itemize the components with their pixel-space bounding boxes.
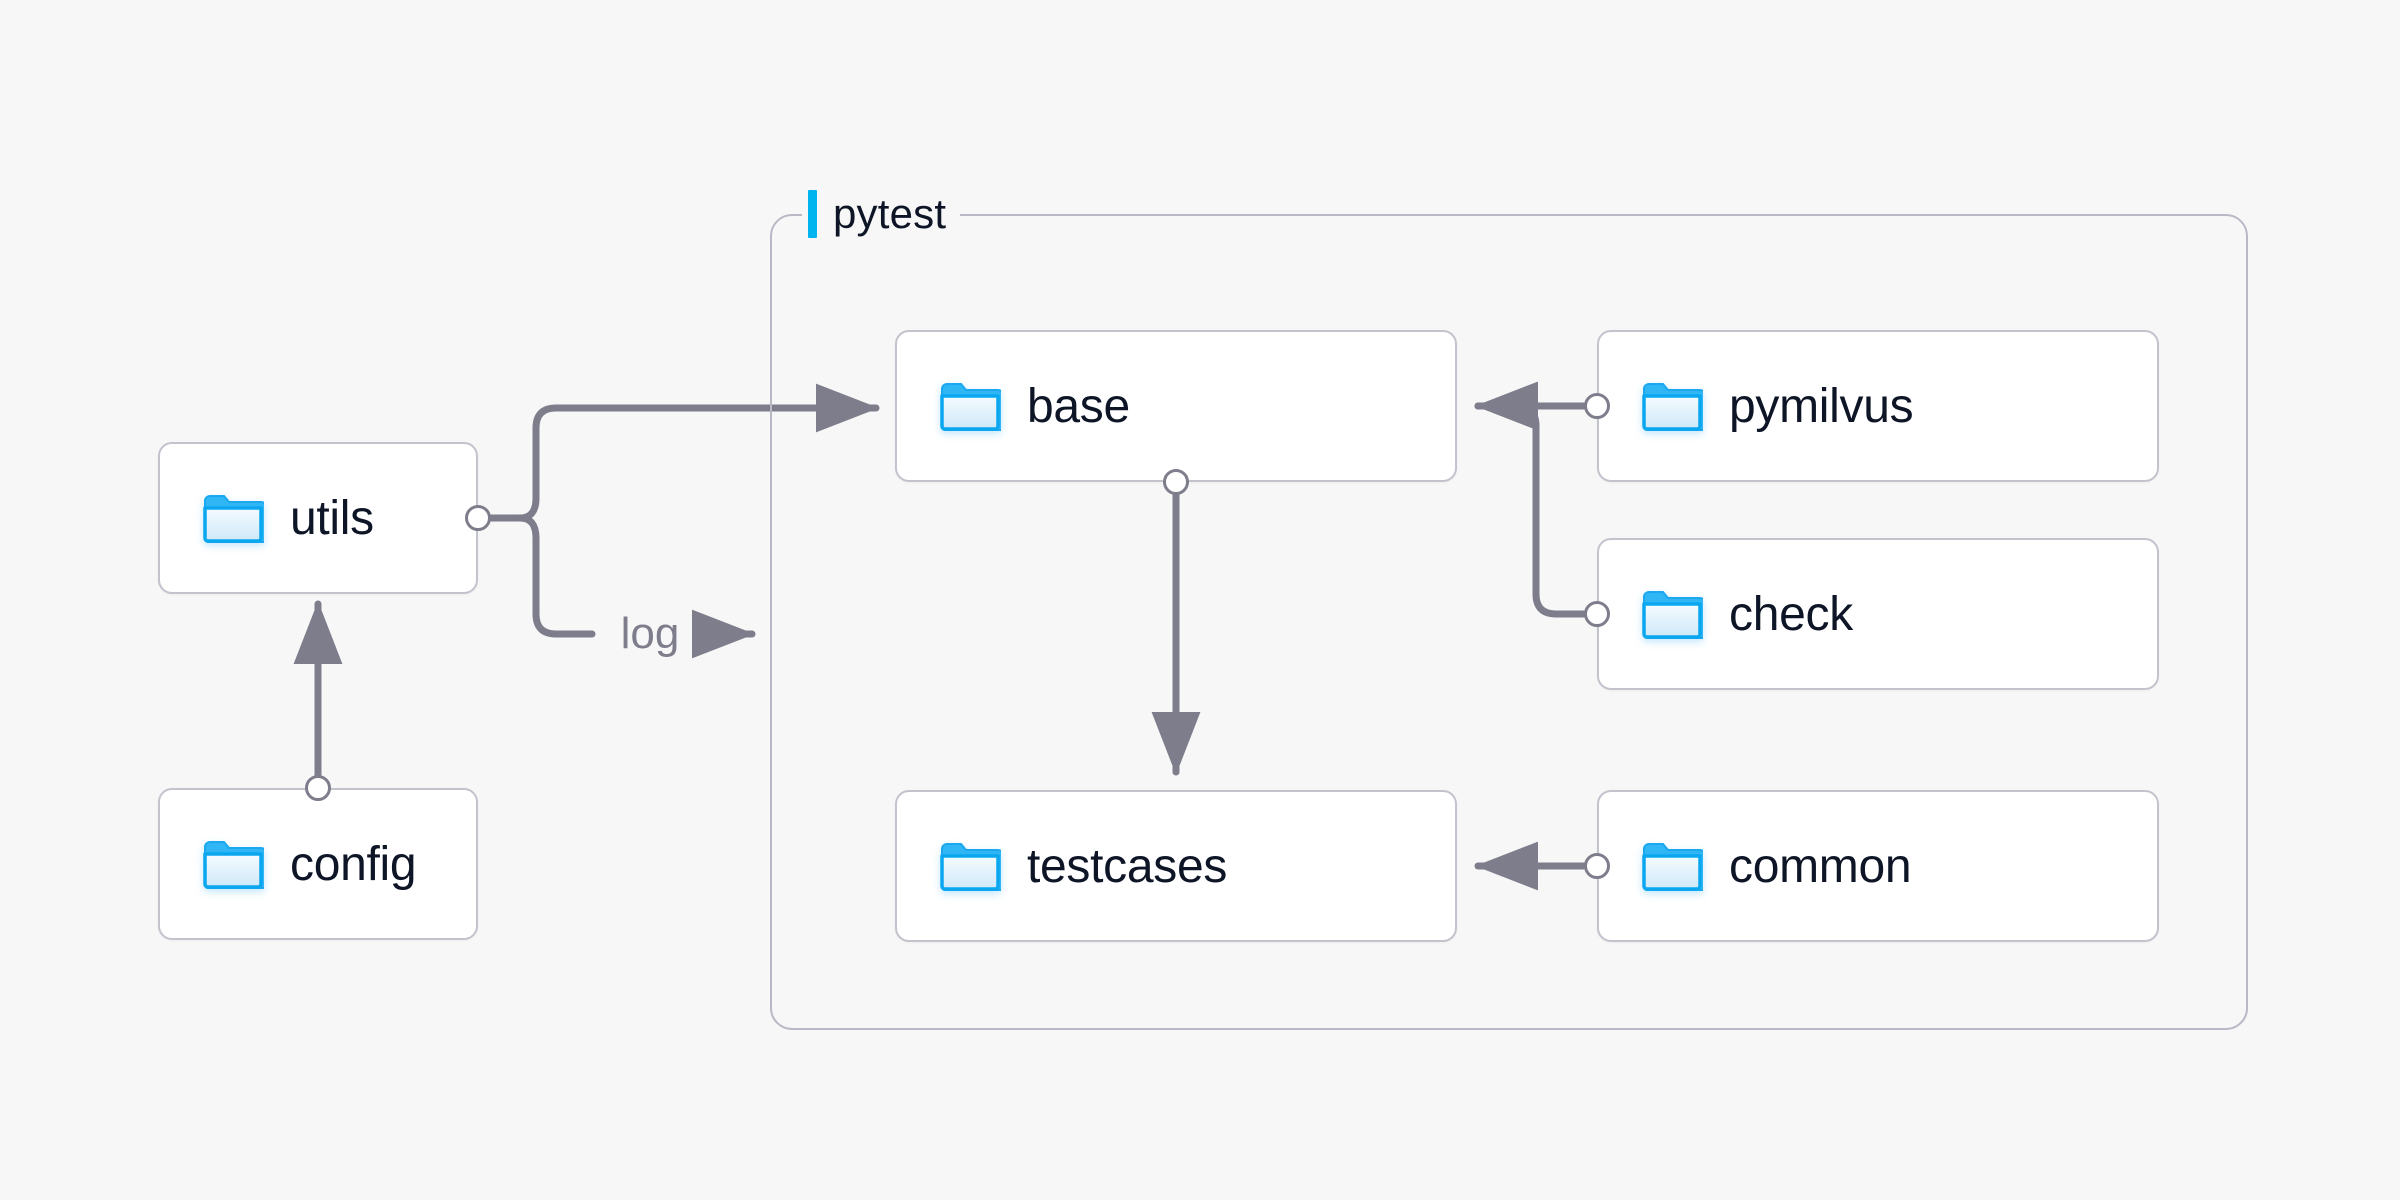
node-config[interactable]: config <box>158 788 478 940</box>
folder-icon <box>1641 840 1706 892</box>
folder-icon <box>939 840 1004 892</box>
node-config-label: config <box>290 837 417 891</box>
edge-label-log: log <box>620 609 680 658</box>
port-common-left[interactable] <box>1584 853 1610 879</box>
port-check-left[interactable] <box>1584 601 1610 627</box>
node-pymilvus-label: pymilvus <box>1729 379 1914 433</box>
node-base[interactable]: base <box>895 330 1457 482</box>
accent-bar-icon <box>808 190 817 238</box>
node-pymilvus[interactable]: pymilvus <box>1597 330 2159 482</box>
port-base-bottom[interactable] <box>1163 469 1189 495</box>
node-common[interactable]: common <box>1597 790 2159 942</box>
port-utils-right[interactable] <box>465 505 491 531</box>
node-testcases-label: testcases <box>1027 839 1228 893</box>
folder-icon <box>1641 380 1706 432</box>
group-pytest-label-text: pytest <box>833 190 947 237</box>
node-utils[interactable]: utils <box>158 442 478 594</box>
port-pymilvus-left[interactable] <box>1584 393 1610 419</box>
node-utils-label: utils <box>290 491 374 545</box>
edge-utils-to-log <box>516 514 596 638</box>
folder-icon <box>939 380 1004 432</box>
node-testcases[interactable]: testcases <box>895 790 1457 942</box>
port-config-top[interactable] <box>305 775 331 801</box>
node-check[interactable]: check <box>1597 538 2159 690</box>
folder-icon <box>202 492 267 544</box>
folder-icon <box>1641 588 1706 640</box>
node-check-label: check <box>1729 587 1853 641</box>
folder-icon <box>202 838 267 890</box>
group-pytest[interactable] <box>770 214 2248 1030</box>
node-common-label: common <box>1729 839 1912 893</box>
node-base-label: base <box>1027 379 1130 433</box>
group-pytest-label: pytest <box>802 188 961 240</box>
